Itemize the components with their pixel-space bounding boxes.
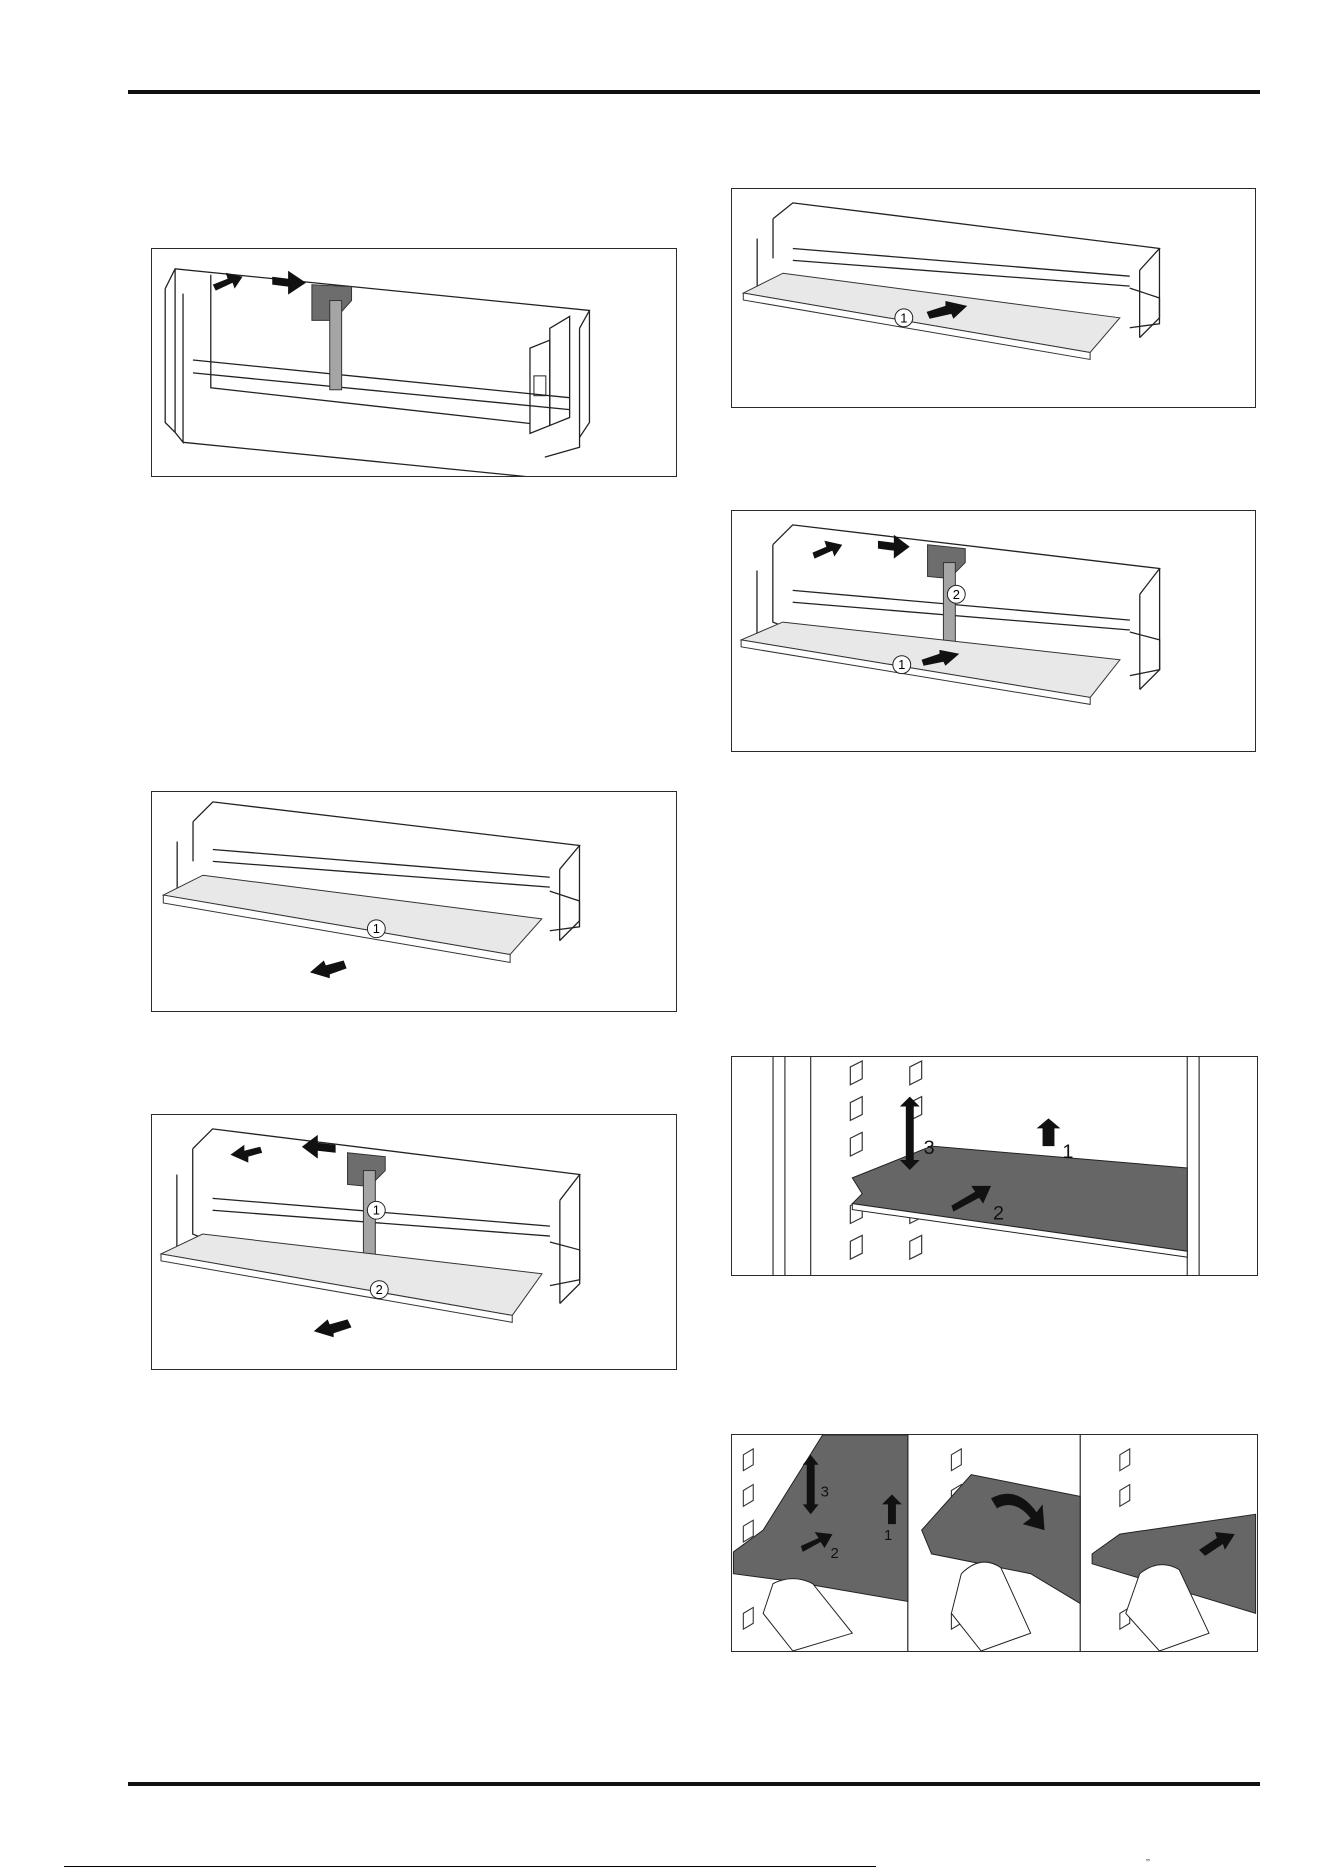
figure-shelf-hand-steps: 3 2 1 xyxy=(731,1434,1258,1652)
step-label-2: 2 xyxy=(831,1546,839,1562)
figure-glass-plate-pull: 1 xyxy=(151,791,677,1012)
footer-rule xyxy=(128,1782,1260,1786)
figure-divider-and-plate-removal: 1 2 xyxy=(151,1114,677,1370)
step-label-3: 3 xyxy=(821,1484,829,1500)
callout-1: 1 xyxy=(373,921,380,936)
figure-drawer-divider-insert xyxy=(151,248,677,477)
footer-mark: ʼʼ xyxy=(1146,1860,1152,1866)
footer-baseline xyxy=(64,1866,876,1867)
callout-2: 2 xyxy=(376,1282,383,1297)
figure-glass-plate-and-divider: 2 1 xyxy=(731,510,1256,752)
step-label-1: 1 xyxy=(884,1528,892,1544)
figure-shelf-removal-steps: 3 1 2 xyxy=(731,1056,1258,1276)
callout-1: 1 xyxy=(373,1203,380,1218)
figure-glass-plate-push: 1 xyxy=(731,188,1256,408)
callout-1: 1 xyxy=(898,657,905,672)
header-rule xyxy=(128,90,1260,94)
drawer-illustration xyxy=(152,249,676,476)
callout-1: 1 xyxy=(900,310,907,325)
step-label-1: 1 xyxy=(1062,1141,1073,1163)
step-label-3: 3 xyxy=(924,1137,935,1159)
callout-2: 2 xyxy=(953,587,960,602)
step-label-2: 2 xyxy=(993,1203,1004,1225)
